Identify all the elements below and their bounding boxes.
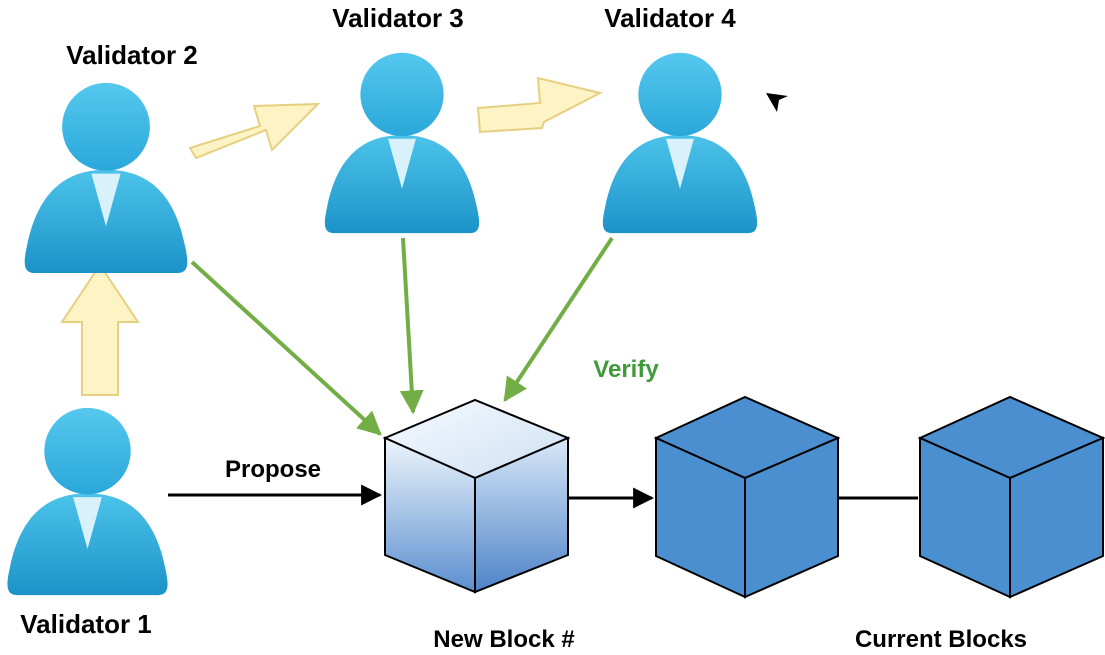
current-block-cube-1 [653,395,841,599]
validator-1-icon [7,407,168,596]
verify-arrow-v4 [503,236,614,403]
validator-3-label: Validator 3 [332,3,464,33]
new-block-cube [382,398,571,594]
cursor-icon [766,93,788,112]
validator-4-icon [602,52,758,234]
validator-2-icon [24,82,188,274]
validator-1-label: Validator 1 [20,609,152,639]
validator-2-label: Validator 2 [66,40,198,70]
validator-4-label: Validator 4 [604,3,736,33]
verify-arrow-v3 [399,237,424,415]
new-block-label: New Block # [433,626,574,653]
validator-3-icon [324,52,480,234]
order-arrow-v1-v2 [60,263,140,396]
order-arrow-v3-v4 [476,76,603,134]
current-blocks-label: Current Blocks [855,626,1027,653]
verify-label: Verify [593,356,659,383]
current-block-cube-2 [917,395,1105,599]
propose-label: Propose [225,456,321,483]
verify-arrow-v2 [190,260,382,436]
order-arrow-v2-v3 [188,102,321,160]
